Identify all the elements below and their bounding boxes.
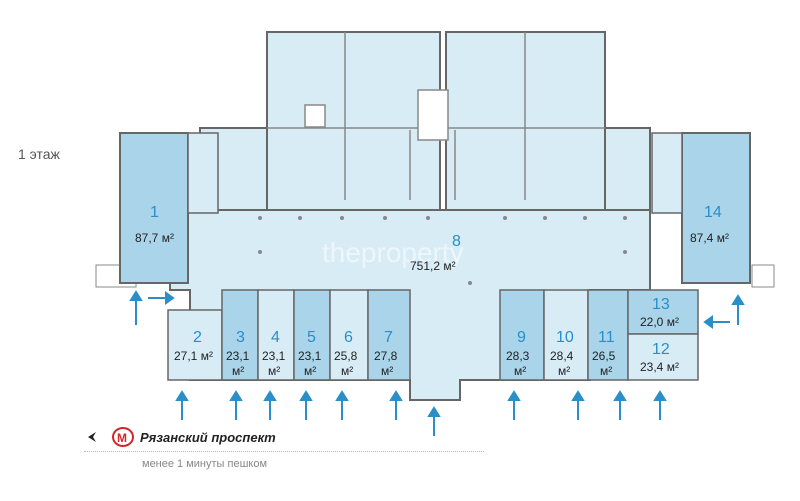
unit-3-area-label: 23,1 <box>226 349 250 363</box>
right-outer-block <box>751 264 775 288</box>
entrance-arrows <box>129 290 745 436</box>
stair-right <box>651 132 683 214</box>
unit-1-area[interactable] <box>119 132 189 284</box>
unit-12-area-label: 23,4 м² <box>640 360 679 374</box>
unit-13-number: 13 <box>652 296 670 313</box>
unit-5-number: 5 <box>307 329 316 346</box>
unit-11-unit: м² <box>600 364 612 378</box>
unit-14-area[interactable] <box>681 132 751 284</box>
upper-wings <box>199 31 651 211</box>
unit-11-area-label: 26,5 <box>592 349 616 363</box>
unit-9-area-label: 28,3 <box>506 349 530 363</box>
floor-label: 1 этаж <box>18 146 60 162</box>
unit-1-area-label: 87,7 м² <box>135 231 174 245</box>
unit-10-unit: м² <box>558 364 570 378</box>
unit-14-number: 14 <box>704 204 722 221</box>
unit-6-unit: м² <box>341 364 353 378</box>
metro-station-name: Рязанский проспект <box>140 430 276 445</box>
unit-5-unit: м² <box>304 364 316 378</box>
unit-3-area[interactable] <box>221 289 259 381</box>
unit-14-area-label: 87,4 м² <box>690 231 729 245</box>
unit-12-area[interactable] <box>627 333 699 381</box>
metro-icon: М <box>112 427 134 447</box>
svg-text:М: М <box>117 431 127 445</box>
unit-7-area-label: 27,8 <box>374 349 398 363</box>
unit-10-number: 10 <box>556 329 574 346</box>
unit-10-area[interactable] <box>543 289 589 381</box>
unit-4-area-label: 23,1 <box>262 349 286 363</box>
unit-5-area-label: 23,1 <box>298 349 322 363</box>
divider <box>84 451 484 452</box>
unit-11-number: 11 <box>598 329 615 346</box>
unit-10-area-label: 28,4 <box>550 349 574 363</box>
unit-4-unit: м² <box>268 364 280 378</box>
unit-labels: 1 87,7 м² 14 87,4 м² 8 751,2 м² 2 27,1 м… <box>135 204 729 378</box>
column-markers <box>258 216 627 285</box>
unit-7-unit: м² <box>381 364 393 378</box>
unit-2-area[interactable] <box>167 309 223 381</box>
unit-5-area[interactable] <box>293 289 331 381</box>
unit-9-area[interactable] <box>499 289 545 381</box>
unit-9-number: 9 <box>517 329 526 346</box>
unit-6-number: 6 <box>344 329 353 346</box>
unit-6-area[interactable] <box>329 289 369 381</box>
unit-3-number: 3 <box>236 329 245 346</box>
unit-8-area-label: 751,2 м² <box>410 259 456 273</box>
unit-3-unit: м² <box>232 364 244 378</box>
unit-2-area-label: 27,1 м² <box>174 349 213 363</box>
unit-13-area-label: 22,0 м² <box>640 315 679 329</box>
unit-7-area[interactable] <box>367 289 411 381</box>
unit-6-area-label: 25,8 <box>334 349 358 363</box>
unit-7-number: 7 <box>384 329 393 346</box>
unit-11-area[interactable] <box>587 289 629 381</box>
unit-12-number: 12 <box>652 341 670 358</box>
unit-1-number: 1 <box>150 204 159 221</box>
chevron-left-icon[interactable] <box>86 431 98 443</box>
unit-13-area[interactable] <box>627 289 699 335</box>
watermark: theproperty <box>322 237 464 268</box>
upper-inner-walls <box>267 32 605 200</box>
walk-time: менее 1 минуты пешком <box>142 458 268 470</box>
stair-left <box>187 132 219 214</box>
unit-8-number: 8 <box>452 233 461 250</box>
unit-4-number: 4 <box>271 329 280 346</box>
unit-9-unit: м² <box>514 364 526 378</box>
unit-2-number: 2 <box>193 329 202 346</box>
